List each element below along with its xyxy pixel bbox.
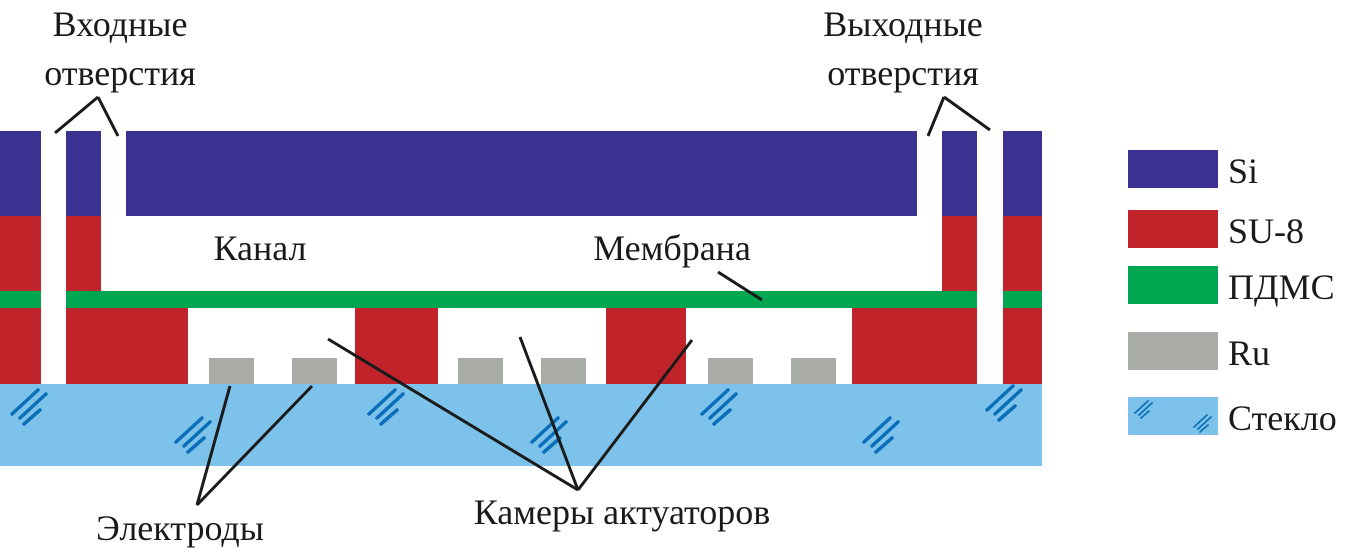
su8-upper-block <box>66 216 101 292</box>
glass-hatch-icon <box>1134 400 1153 419</box>
legend-swatch-4 <box>1128 332 1218 370</box>
actuator-chambers-label: Камеры актуаторов <box>474 492 771 532</box>
membrane-leader <box>717 270 763 302</box>
legend-swatch-1 <box>1128 150 1218 188</box>
ru-electrode <box>791 358 836 384</box>
legend-label: ПДМС <box>1228 267 1335 307</box>
inlets-label-line2: отверстия <box>44 53 196 93</box>
su8-upper-block <box>942 216 977 292</box>
si-layer-block <box>126 131 917 216</box>
chamber-leader-2 <box>518 336 580 491</box>
legend-label: Стекло <box>1228 398 1337 438</box>
ru-electrode <box>292 358 337 384</box>
legend-label: SU-8 <box>1228 211 1304 251</box>
su8-lower-block <box>355 308 438 384</box>
legend-swatch-5 <box>1128 397 1218 435</box>
outlet-leader-2 <box>943 95 991 132</box>
glass-hatch-marks <box>10 384 1023 454</box>
electrodes-label: Электроды <box>96 508 264 548</box>
inlet-leader-1 <box>54 95 99 135</box>
inlets-label-line1: Входные <box>53 4 188 44</box>
glass-hatch-icon <box>862 416 900 454</box>
chamber-leader-3 <box>576 339 694 491</box>
electrode-leader-2 <box>195 384 314 507</box>
leader-lines <box>54 95 991 507</box>
legend-swatch-2 <box>1128 210 1218 248</box>
membrane-label: Мембрана <box>593 228 751 268</box>
si-layer-block <box>942 131 977 216</box>
si-layer-block <box>66 131 101 216</box>
pdms-membrane <box>0 291 41 308</box>
glass-hatch-icon <box>985 384 1023 422</box>
glass-hatch-icon <box>1193 414 1212 433</box>
ru-electrode <box>458 358 503 384</box>
ru-electrode <box>708 358 753 384</box>
pdms-membrane <box>66 291 977 308</box>
channel-label: Канал <box>213 228 306 268</box>
su8-lower-block <box>66 308 188 384</box>
legend-label: Si <box>1228 151 1258 191</box>
legend-swatch-3 <box>1128 266 1218 304</box>
su8-lower-block <box>852 308 977 384</box>
device-layers <box>0 131 1042 466</box>
pdms-membrane <box>1003 291 1042 308</box>
ru-electrode <box>541 358 586 384</box>
su8-lower-block <box>0 308 41 384</box>
outlets-label-line2: отверстия <box>827 53 979 93</box>
electrode-leader-1 <box>195 385 232 506</box>
su8-lower-block <box>1003 308 1042 384</box>
inlet-leader-2 <box>96 96 120 137</box>
su8-lower-block <box>606 308 686 384</box>
glass-substrate <box>0 384 1042 466</box>
legend-label: Ru <box>1228 333 1270 373</box>
glass-hatch-icon <box>367 388 405 426</box>
outlets-label-line1: Выходные <box>823 4 983 44</box>
outlet-leader-1 <box>926 96 946 137</box>
si-layer-block <box>1003 131 1042 216</box>
glass-hatch-icon <box>174 416 212 454</box>
su8-upper-block <box>0 216 41 292</box>
chamber-leader-1 <box>327 337 579 492</box>
glass-hatch-icon <box>10 388 48 426</box>
si-layer-block <box>0 131 41 216</box>
su8-upper-block <box>1003 216 1042 292</box>
ru-electrode <box>209 358 254 384</box>
glass-hatch-icon <box>700 388 738 426</box>
